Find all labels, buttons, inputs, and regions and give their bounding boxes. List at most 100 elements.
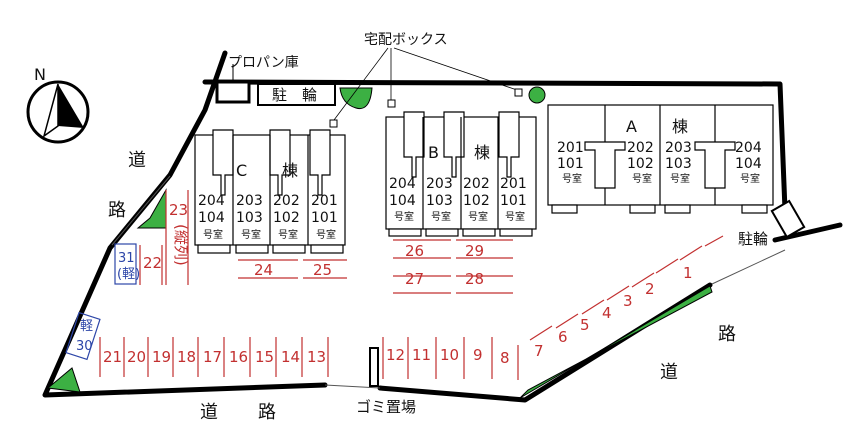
building-b-unit-2-bottom: 103: [426, 193, 453, 209]
kei-space-30-box: [65, 311, 101, 361]
parking-space-23: 23: [169, 201, 188, 219]
building-c-text: C 棟 204 203 202 201 104 103 102 101 号室 号…: [198, 161, 338, 241]
parking-stall-lines: [99, 190, 724, 380]
building-c-unit-2-top: 203: [236, 193, 263, 209]
parking-space-8: 8: [500, 349, 510, 367]
green-strip-bottom-left: [46, 367, 81, 393]
building-a: [547, 104, 774, 214]
parking-space-4: 4: [602, 304, 612, 322]
bicycle-box-right: [770, 199, 806, 239]
parking-space-5: 5: [580, 316, 590, 334]
kei-space-31: 31: [118, 251, 135, 266]
parking-space-26: 26: [405, 242, 424, 260]
delivery-box-label: 宅配ボックス: [364, 32, 448, 48]
parking-space-12: 12: [386, 346, 405, 364]
building-a-room-1: 号室: [562, 172, 582, 185]
bicycle-parking-right: 駐輪: [738, 199, 806, 248]
parking-space-14: 14: [281, 348, 300, 366]
building-b-unit-1-top: 204: [389, 176, 416, 192]
green-circle: [528, 86, 546, 104]
building-b-unit-4-bottom: 101: [500, 193, 527, 209]
site-inner-edge: [111, 175, 786, 389]
bicycle-parking-top: 駐 輪: [257, 83, 336, 106]
building-a-room-2: 号室: [632, 172, 652, 185]
road-label-right-1: 道: [660, 362, 678, 383]
building-b-letter: B: [428, 143, 439, 162]
building-c-unit-3-bottom: 102: [273, 210, 300, 226]
delivery-box-1: [329, 119, 338, 128]
building-c-unit-1-bottom: 104: [198, 210, 225, 226]
building-b-room-2: 号室: [431, 210, 451, 223]
compass-needle-right: [58, 84, 84, 128]
propane-box: [215, 80, 251, 104]
green-areas: [46, 86, 713, 399]
delivery-box-2: [387, 99, 396, 108]
road-label-left-1: 道: [128, 150, 146, 171]
building-a-unit-3-top: 203: [665, 140, 692, 156]
building-c-room-3: 号室: [278, 228, 298, 241]
building-a-unit-1-bottom: 101: [557, 156, 584, 172]
building-b-room-4: 号室: [505, 210, 525, 223]
building-b-suffix: 棟: [474, 143, 490, 162]
kei-space-30-note: 軽: [80, 319, 93, 334]
bicycle-label-right: 駐輪: [738, 230, 768, 248]
building-c-room-4: 号室: [316, 228, 336, 241]
building-c: [194, 129, 346, 254]
building-b: [385, 111, 537, 237]
parking-space-24: 24: [254, 261, 273, 279]
building-b-room-1: 号室: [394, 210, 414, 223]
parking-space-11: 11: [412, 346, 431, 364]
green-strip-bottom-right: [519, 285, 713, 399]
parking-space-6: 6: [558, 328, 568, 346]
building-b-text: B 棟 204 203 202 201 104 103 102 101 号室 号…: [389, 143, 527, 223]
parking-space-23-note: (縦列): [172, 224, 190, 266]
parking-space-17: 17: [203, 348, 222, 366]
building-c-letter: C: [236, 161, 247, 180]
parking-numbers: 21 20 19 18 17 16 15 14 13 12 11 10 9 8 …: [103, 201, 693, 367]
delivery-box-3: [514, 88, 523, 97]
parking-space-22: 22: [143, 254, 162, 272]
parking-space-19: 19: [152, 348, 171, 366]
compass-north-label: N: [34, 65, 46, 84]
kei-space-31-note: (軽): [117, 267, 140, 282]
green-patch-top: [339, 87, 373, 110]
building-c-unit-2-bottom: 103: [236, 210, 263, 226]
parking-space-20: 20: [127, 348, 146, 366]
garbage-box: [369, 347, 379, 387]
garbage-area: ゴミ置場: [356, 347, 416, 416]
bicycle-label-top: 駐 輪: [272, 86, 317, 104]
garbage-label: ゴミ置場: [356, 398, 416, 416]
building-a-unit-3-bottom: 103: [665, 156, 692, 172]
propane-label: プロパン庫: [228, 54, 299, 71]
building-a-room-3: 号室: [670, 172, 690, 185]
parking-space-7: 7: [534, 342, 544, 360]
building-c-unit-4-bottom: 101: [311, 210, 338, 226]
parking-space-1: 1: [683, 264, 693, 282]
building-c-unit-1-top: 204: [198, 193, 225, 209]
building-a-unit-4-bottom: 104: [735, 156, 762, 172]
building-a-unit-2-top: 202: [627, 140, 654, 156]
propane-storage: プロパン庫: [215, 54, 299, 104]
compass: N: [26, 65, 90, 144]
parking-space-25: 25: [313, 261, 332, 279]
building-b-unit-1-bottom: 104: [389, 193, 416, 209]
building-a-text: A 棟 201 202 203 204 101 102 103 104 号室 号…: [557, 117, 762, 185]
kei-space-31-box: [114, 243, 137, 285]
parking-space-21: 21: [103, 348, 122, 366]
parking-space-28: 28: [465, 270, 484, 288]
parking-space-2: 2: [645, 280, 655, 298]
road-label-right-2: 路: [718, 324, 736, 345]
bicycle-box-top: [257, 83, 336, 106]
parking-space-9: 9: [473, 346, 483, 364]
road-label-bottom-2: 路: [258, 402, 276, 423]
building-c-suffix: 棟: [282, 161, 298, 180]
parking-space-27: 27: [405, 270, 424, 288]
building-b-unit-2-top: 203: [426, 176, 453, 192]
building-b-unit-4-top: 201: [500, 176, 527, 192]
parking-space-18: 18: [177, 348, 196, 366]
kei-parking: 31 (軽) 軽 30: [65, 243, 140, 361]
building-c-room-1: 号室: [203, 228, 223, 241]
building-a-suffix: 棟: [672, 117, 688, 136]
building-a-letter: A: [626, 117, 637, 136]
